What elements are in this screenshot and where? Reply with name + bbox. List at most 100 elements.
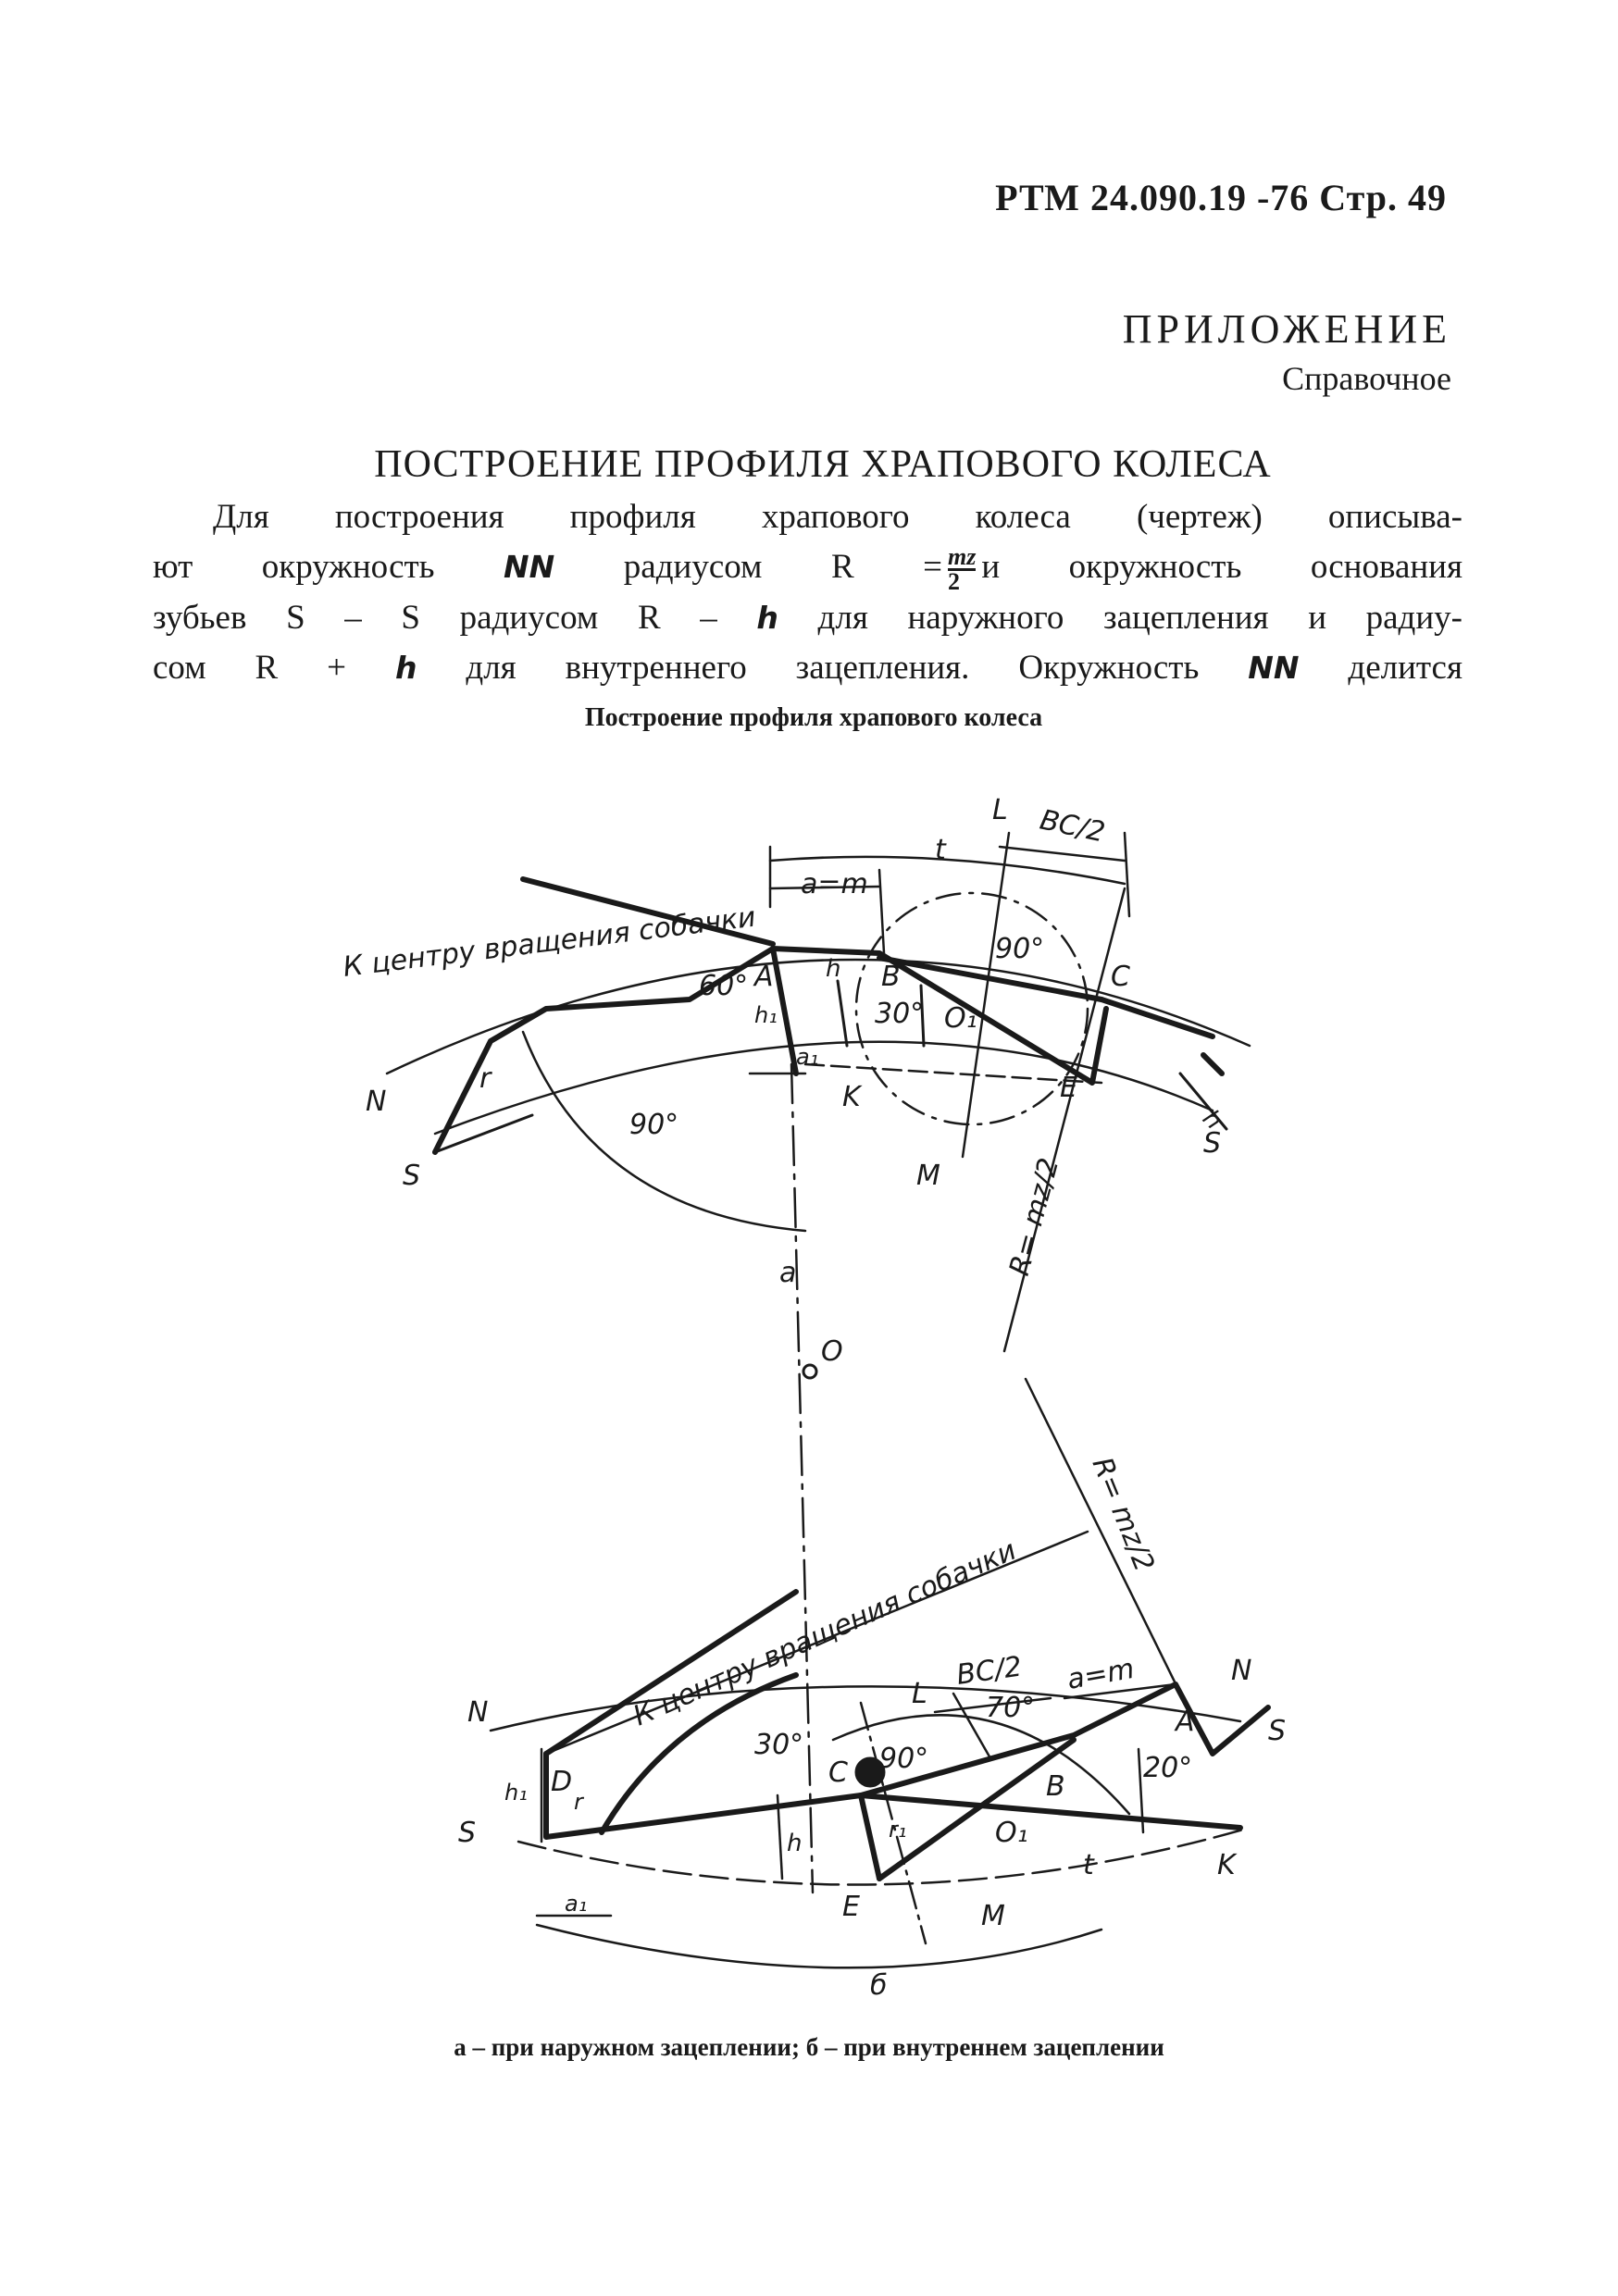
tooth-line-c — [1099, 997, 1215, 1039]
angle-90-top-b: 90° — [995, 933, 1044, 965]
arrow-r-top — [433, 1113, 534, 1154]
point-s-bottom-left: S — [458, 1817, 476, 1849]
label-h-top: h — [826, 955, 840, 983]
ext-line — [1123, 831, 1131, 918]
figure-caption: а – при наружном зацеплении; б – при вну… — [454, 2033, 1164, 2061]
line-l-top — [961, 831, 1011, 1159]
label-r-top: r — [479, 1062, 492, 1095]
label-h-dim-top: h — [1197, 1105, 1227, 1136]
text-run: сом R + — [153, 649, 347, 688]
arrow-30 — [919, 984, 926, 1048]
text-run: ют окружность — [153, 548, 435, 586]
nn-circle-top — [385, 958, 1251, 1075]
point-e-top: E — [1060, 1072, 1077, 1104]
tooth-e-b — [877, 1737, 1077, 1881]
top-profile — [432, 876, 1225, 1155]
point-o1-bottom: O₁ — [995, 1817, 1028, 1849]
center-o-mark — [802, 1363, 818, 1380]
tooth-profile-2 — [770, 946, 1109, 1086]
point-s-top-right: S — [1203, 1127, 1221, 1160]
ss-circle-top — [433, 1040, 1214, 1136]
o1-circle-top — [854, 891, 1089, 1126]
arc-90-bottom — [831, 1714, 1131, 1816]
tick-mark — [1201, 1052, 1225, 1076]
h-symbol: h — [394, 650, 417, 687]
label-l-top: L — [992, 794, 1008, 826]
point-b-bottom: B — [1046, 1770, 1065, 1803]
line-l-bottom — [952, 1692, 992, 1760]
point-m-top: M — [916, 1160, 940, 1192]
point-c-top: C — [1111, 961, 1130, 993]
pawl-label-bottom: К центру вращения собачки — [629, 1534, 1021, 1732]
dim-bc2-bottom — [933, 1696, 1052, 1714]
ext-line — [877, 868, 886, 955]
point-n-bottom-right: N — [1231, 1655, 1251, 1687]
top-labels: К центру вращения собачки 60° A h₁ h B 3… — [342, 794, 1227, 1289]
point-n-top: N — [366, 1086, 386, 1118]
angle-30-top: 30° — [875, 998, 924, 1030]
point-k-bottom: K — [1217, 1849, 1238, 1881]
tooth-profile-1 — [432, 946, 799, 1155]
center-axis — [790, 1062, 815, 1894]
text-run: для наружного зацепления и радиу- — [817, 599, 1462, 638]
dim-bc2 — [998, 845, 1126, 863]
radius-line-bottom — [1024, 1377, 1196, 1723]
angle-90-bottom: 90° — [879, 1743, 928, 1775]
h-bracket — [776, 1793, 784, 1880]
angle-30-bottom: 30° — [754, 1729, 803, 1761]
figure-title: Построение профиля храпового колеса — [584, 703, 1043, 732]
text-run: для внутреннего зацепления. Окружность — [466, 649, 1200, 688]
chord-k-bottom — [858, 1793, 1243, 1831]
point-a-bottom: A — [1174, 1706, 1195, 1738]
tooth-c-e — [858, 1793, 882, 1881]
label-b: б — [870, 1969, 888, 2002]
label-t-bottom: t — [1083, 1849, 1095, 1881]
point-l-bottom: L — [912, 1678, 927, 1710]
label-a: a — [779, 1257, 796, 1289]
paragraph-line-1: Для построения профиля храпового колеса … — [213, 498, 1462, 536]
label-r1-bottom: r₁ — [889, 1817, 907, 1843]
pawl-bottom — [543, 1589, 799, 1756]
paragraph-line-3: зубьев S – S радиусом R – h для наружног… — [153, 593, 1462, 643]
paragraph-line-4: сом R + h для внутреннего зацепления. Ок… — [153, 643, 1462, 693]
axis-b — [859, 1701, 927, 1945]
point-m-bottom: M — [981, 1900, 1005, 1932]
point-s-top-left: S — [403, 1160, 420, 1192]
h-symbol: h — [756, 600, 778, 637]
dim-h-top — [1178, 1072, 1228, 1131]
bottom-construction — [489, 1530, 1251, 1969]
tooth-line-bc — [877, 955, 1104, 1002]
text-run: и окружность основания — [981, 548, 1462, 586]
point-b-top: B — [881, 961, 901, 993]
point-k-top: K — [842, 1081, 863, 1113]
pawl-label-top: К центру вращения собачки — [342, 901, 758, 984]
arc-90-top — [521, 1030, 807, 1233]
label-radius-bottom: R= mz/2 — [1086, 1453, 1161, 1576]
label-a1-top: a₁ — [796, 1044, 818, 1070]
fraction-numerator: mz — [947, 543, 977, 572]
label-bc2-bottom: BC/2 — [954, 1650, 1024, 1692]
section-title: ПОСТРОЕНИЕ ПРОФИЛЯ ХРАПОВОГО КОЛЕСА — [374, 443, 1272, 486]
label-a1-bottom: a₁ — [565, 1891, 587, 1917]
point-o1-top: O₁ — [944, 1002, 977, 1035]
angle-60: 60° — [699, 970, 748, 1002]
pawl-arc-bottom — [599, 1672, 799, 1835]
label-r-bottom: r — [574, 1789, 585, 1815]
label-bc2-top: BC/2 — [1037, 804, 1107, 850]
nn-circle-bottom — [489, 1685, 1242, 1732]
appendix-title: ПРИЛОЖЕНИЕ — [1122, 306, 1451, 352]
fraction-denominator: 2 — [947, 568, 960, 596]
appendix-type: Справочное — [1282, 360, 1451, 397]
label-a-eq-m-top: a=m — [801, 868, 868, 900]
text-run: радиусом R = — [623, 548, 942, 586]
tooth-profile-bottom — [543, 1682, 1271, 1840]
point-o: O — [821, 1335, 843, 1368]
arc-m — [535, 1923, 1103, 1969]
label-t-top: t — [935, 834, 947, 866]
body-paragraph: Для построения профиля храпового колеса … — [153, 492, 1462, 693]
radius-line-top — [1002, 887, 1126, 1353]
dim-t — [768, 855, 1126, 886]
